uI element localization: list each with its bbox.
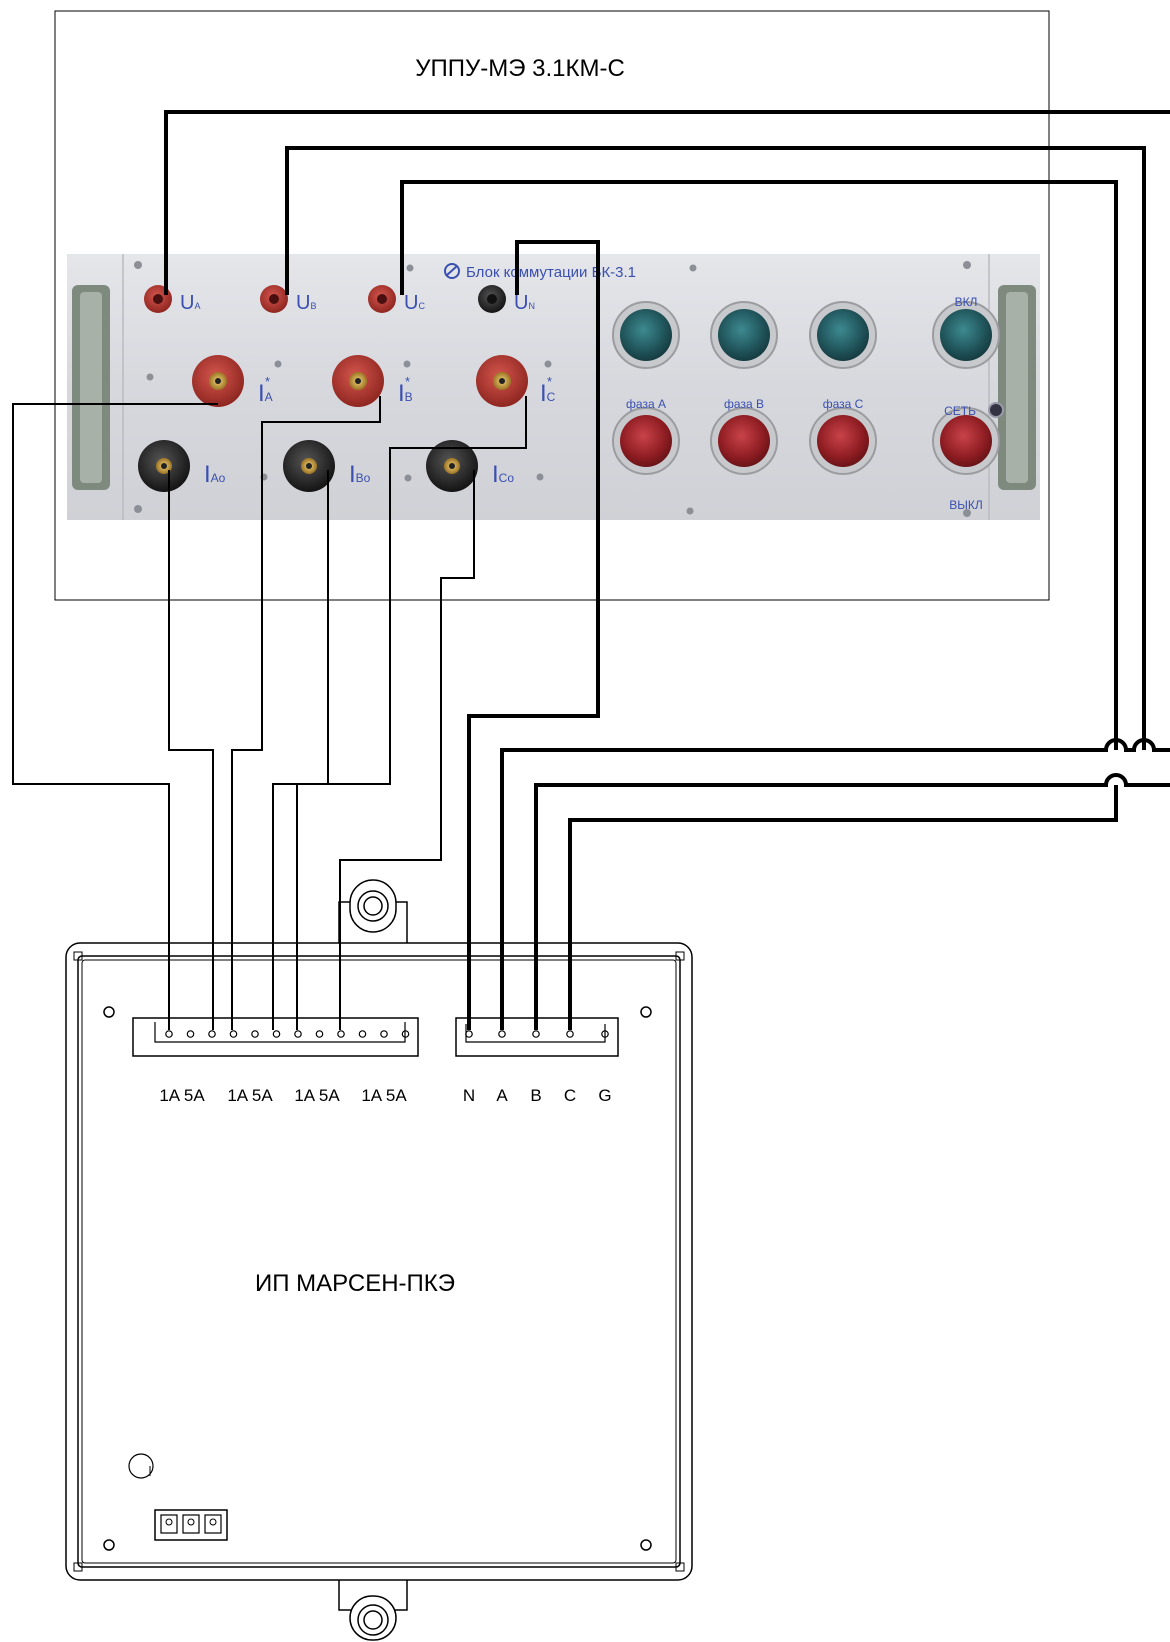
voltage-pin <box>532 1030 540 1038</box>
terminal-ib-star <box>332 355 384 407</box>
current-input-label-3: 1A 5A <box>294 1086 340 1105</box>
label-on: ВКЛ <box>955 295 978 309</box>
current-pin <box>358 1030 367 1038</box>
button-phase-b-on[interactable] <box>710 301 778 369</box>
current-pin <box>294 1030 302 1038</box>
terminal-un <box>478 285 506 313</box>
label-ua: UA <box>180 292 200 314</box>
lower-device-title: ИП МАРСЕН-ПКЭ <box>255 1270 455 1297</box>
star-mark-a: * <box>265 374 270 389</box>
voltage-input-n: N <box>463 1086 475 1105</box>
label-ia-star: IA <box>258 380 273 407</box>
voltage-pin <box>465 1030 473 1038</box>
wire-ua <box>164 110 1170 295</box>
current-terminal-block <box>132 1017 419 1057</box>
button-phase-a-off[interactable] <box>612 407 680 475</box>
terminal-ico <box>426 440 478 492</box>
current-input-label-1: 1A 5A <box>159 1086 205 1105</box>
voltage-input-c: C <box>564 1086 576 1105</box>
star-mark-b: * <box>405 374 410 389</box>
wire-un <box>467 240 600 1030</box>
current-pin <box>251 1030 259 1038</box>
current-pin <box>401 1030 410 1038</box>
current-input-label-2: 1A 5A <box>227 1086 273 1105</box>
label-off: ВЫКЛ <box>949 498 983 512</box>
terminal-ibo <box>283 440 335 492</box>
wire-ub <box>285 146 1146 750</box>
button-phase-b-off[interactable] <box>710 407 778 475</box>
wire-ic-star <box>296 396 527 1030</box>
label-iao: IAo <box>204 461 226 488</box>
current-pin <box>272 1030 281 1038</box>
button-phase-c-off[interactable] <box>809 407 877 475</box>
voltage-input-a: A <box>496 1086 508 1105</box>
terminal-ub <box>260 285 288 313</box>
wire-b-bus <box>534 773 1170 1030</box>
button-phase-c-on[interactable] <box>809 301 877 369</box>
label-uc: UC <box>404 292 425 314</box>
label-ub: UB <box>296 292 316 314</box>
button-off[interactable] <box>932 407 1000 475</box>
star-mark-c: * <box>547 374 552 389</box>
network-indicator <box>988 402 1004 418</box>
label-phase-a: фаза А <box>626 397 666 411</box>
current-pin <box>165 1030 173 1038</box>
button-phase-a-on[interactable] <box>612 301 680 369</box>
voltage-pin <box>566 1030 574 1038</box>
upper-device-title: УППУ-МЭ 3.1КМ-С <box>415 55 625 82</box>
voltage-pin <box>601 1030 609 1038</box>
wire-a-bus <box>500 738 1170 1030</box>
label-network: СЕТЬ <box>944 404 976 418</box>
aux-terminal-block <box>154 1509 228 1541</box>
wire-ico <box>339 470 475 1030</box>
label-ib-star: IB <box>398 380 413 407</box>
current-pin <box>186 1030 195 1038</box>
label-un: UN <box>514 292 535 314</box>
terminal-ia-star <box>192 355 244 407</box>
current-pin <box>315 1030 324 1038</box>
lower-device-body <box>65 879 693 1641</box>
voltage-pin <box>498 1030 506 1038</box>
label-ic-star: IC <box>540 380 556 407</box>
label-ibo: IBo <box>349 461 371 488</box>
label-phase-c: фаза С <box>823 397 864 411</box>
upper-device-frame <box>54 10 1050 601</box>
label-ico: ICo <box>492 461 514 488</box>
current-pin <box>337 1030 345 1038</box>
button-on[interactable] <box>932 301 1000 369</box>
current-pin <box>229 1030 238 1038</box>
wire-iao <box>168 470 214 1030</box>
wires <box>12 110 1170 1030</box>
wire-ia-star <box>12 403 218 1030</box>
panel-logo <box>444 263 460 279</box>
current-pin <box>208 1030 216 1038</box>
panel-title: Блок коммутации БК-3.1 <box>466 264 636 281</box>
terminal-ic-star <box>476 355 528 407</box>
wire-c-bus <box>568 785 1118 1030</box>
terminal-uc <box>368 285 396 313</box>
wire-ib-star <box>231 396 381 1030</box>
voltage-input-b: B <box>530 1086 541 1105</box>
current-pin <box>380 1030 388 1038</box>
wire-uc <box>400 180 1118 750</box>
current-input-label-4: 1A 5A <box>361 1086 407 1105</box>
label-phase-b: фаза В <box>724 397 764 411</box>
voltage-input-g: G <box>598 1086 611 1105</box>
terminal-iao <box>138 440 190 492</box>
